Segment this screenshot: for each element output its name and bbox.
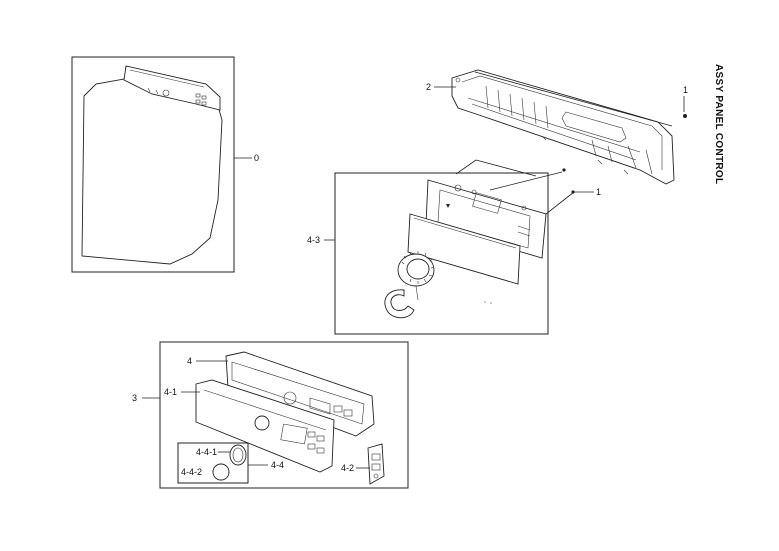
callout-4-4-1: 4-4-1: [196, 447, 217, 457]
callout-4: 4: [187, 356, 192, 366]
callout-1a: 1: [683, 85, 688, 95]
leader-1a-a: [474, 71, 673, 127]
panel-housing-part: [451, 69, 675, 185]
screw-1a: [683, 114, 687, 118]
pcb-guide-a: [455, 159, 477, 175]
pcb-guide-c: [489, 171, 563, 191]
dashed-mark: [484, 301, 492, 304]
knob-ring-part: [384, 289, 415, 319]
sub-board-part: [367, 443, 385, 485]
callout-4-4-2: 4-4-2: [181, 467, 202, 477]
leader-1b: [545, 191, 575, 215]
pcb-guide-b: [475, 159, 537, 177]
screw-pcb: [562, 168, 566, 172]
callout-4-1: 4-1: [164, 387, 177, 397]
dial-ring-part: [229, 444, 247, 466]
knob-part: [397, 251, 435, 301]
screw-1b: [571, 190, 575, 194]
callout-4-2: 4-2: [341, 463, 354, 473]
box-part-3: [159, 341, 409, 489]
callout-4-4: 4-4: [271, 460, 284, 470]
box-part-0: [71, 56, 235, 273]
washer-lid-part: [81, 65, 223, 265]
callout-4-3: 4-3: [307, 235, 320, 245]
dial-cap-part: [212, 463, 230, 481]
window-panel-part: [407, 213, 521, 285]
callout-0: 0: [254, 153, 259, 163]
diagram-title: ASSY PANEL CONTROL: [713, 64, 724, 184]
box-part-4-3: [334, 172, 549, 335]
callout-1b: 1: [596, 187, 601, 197]
outer-panel-part: [195, 379, 335, 473]
callout-2: 2: [426, 82, 431, 92]
box-part-4-4: [177, 442, 249, 484]
callout-3: 3: [132, 393, 137, 403]
pcb-board-part: [425, 179, 547, 259]
